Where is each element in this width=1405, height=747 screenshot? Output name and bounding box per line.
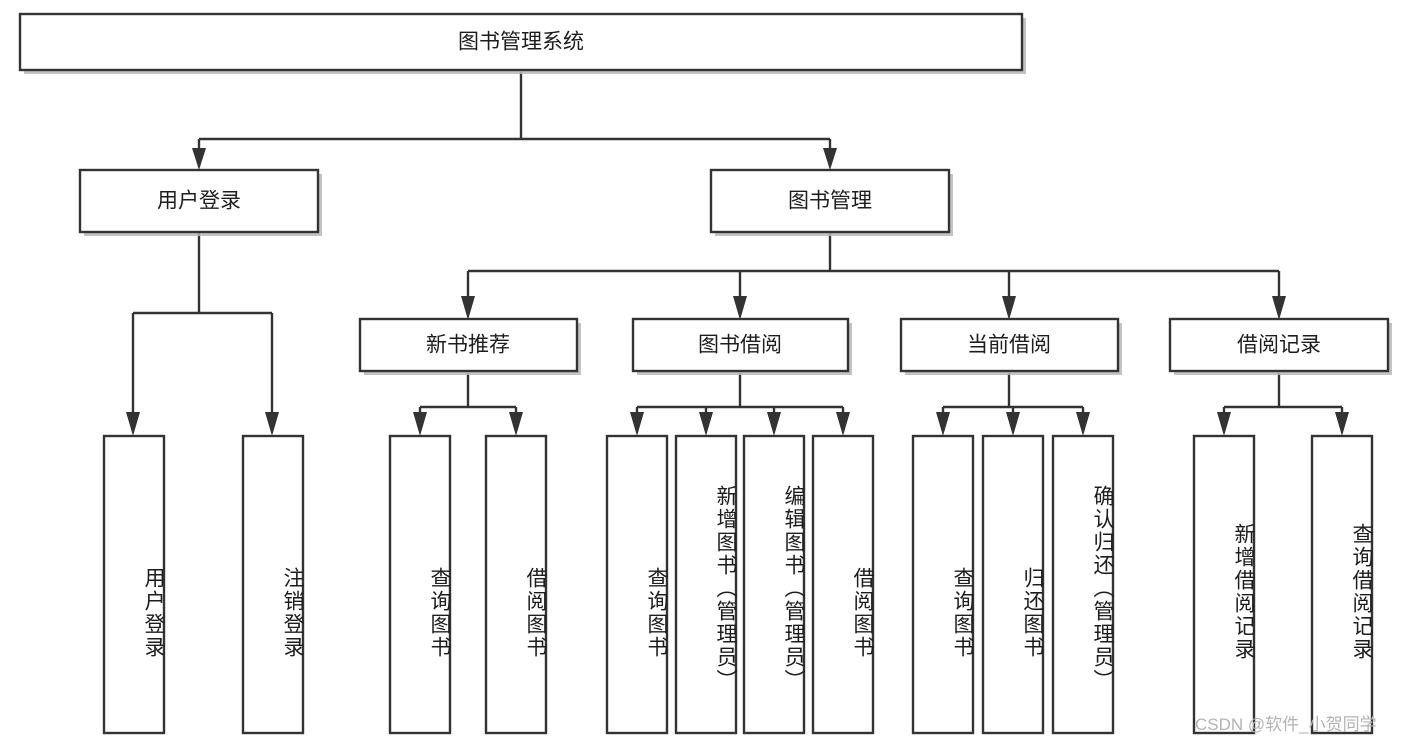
arrow-head-current-borrow bbox=[1002, 296, 1016, 320]
leaf-query-book-1-box[interactable] bbox=[388, 434, 452, 735]
node-current-borrow-label: 当前借阅 bbox=[967, 334, 1051, 357]
node-book-management[interactable]: 图书管理 bbox=[709, 168, 953, 236]
arrow-head-new-book-recommend bbox=[461, 296, 475, 320]
arrow-head-leaf-add-record bbox=[1217, 412, 1231, 436]
leaf-edit-book-box[interactable] bbox=[742, 434, 806, 735]
connectors-group bbox=[126, 72, 1349, 436]
node-new-book-recommend-box[interactable] bbox=[358, 317, 579, 373]
node-new-book-recommend[interactable]: 新书推荐 bbox=[358, 317, 581, 375]
leaf-query-record-box[interactable] bbox=[1310, 434, 1374, 735]
arrow-head-leaf-confirm-return bbox=[1076, 412, 1090, 436]
leaf-user-logout-box[interactable] bbox=[241, 434, 305, 735]
node-current-borrow-box[interactable] bbox=[899, 317, 1120, 373]
arrow-head-leaf-query-book-3 bbox=[936, 412, 950, 436]
node-borrow-record-label: 借阅记录 bbox=[1237, 334, 1321, 357]
arrow-head-leaf-return-book bbox=[1006, 412, 1020, 436]
arrow-head-leaf-user-logout bbox=[265, 412, 279, 436]
arrow-head-leaf-query-record bbox=[1335, 412, 1349, 436]
csdn-watermark: CSDN @软件_小贺同学 bbox=[1195, 715, 1377, 734]
leaf-add-record-box[interactable] bbox=[1192, 434, 1256, 735]
leaf-borrow-book-1-box[interactable] bbox=[484, 434, 548, 735]
arrow-head-leaf-borrow-book-2 bbox=[836, 412, 850, 436]
arrow-head-leaf-borrow-book-1 bbox=[509, 412, 523, 436]
arrow-head-leaf-query-book-2 bbox=[630, 412, 644, 436]
node-root[interactable]: 图书管理系统 bbox=[18, 12, 1026, 74]
leaf-confirm-return-box[interactable] bbox=[1051, 434, 1115, 735]
arrow-head-book-management bbox=[823, 148, 837, 170]
leaf-user-login-box[interactable] bbox=[102, 434, 166, 735]
arrow-head-leaf-user-login bbox=[126, 412, 140, 436]
arrow-head-book-borrow bbox=[733, 296, 747, 320]
leaf-return-book-box[interactable] bbox=[981, 434, 1045, 735]
node-new-book-recommend-label: 新书推荐 bbox=[426, 334, 510, 357]
arrow-head-user-login bbox=[192, 148, 206, 170]
node-book-borrow-label: 图书借阅 bbox=[698, 334, 782, 357]
leaf-add-book-box[interactable] bbox=[674, 434, 738, 735]
node-root-box[interactable] bbox=[18, 12, 1024, 72]
node-borrow-record[interactable]: 借阅记录 bbox=[1168, 317, 1392, 375]
leaf-borrow-book-2-box[interactable] bbox=[811, 434, 875, 735]
node-book-management-box[interactable] bbox=[709, 168, 951, 234]
arrow-head-leaf-edit-book bbox=[767, 412, 781, 436]
node-current-borrow[interactable]: 当前借阅 bbox=[899, 317, 1122, 375]
node-user-login-label: 用户登录 bbox=[157, 190, 241, 213]
arrow-head-leaf-add-book bbox=[699, 412, 713, 436]
leaf-query-book-2-box[interactable] bbox=[605, 434, 669, 735]
node-borrow-record-box[interactable] bbox=[1168, 317, 1390, 373]
node-root-label: 图书管理系统 bbox=[458, 31, 584, 54]
node-book-borrow-box[interactable] bbox=[631, 317, 850, 373]
leaf-boxes-group bbox=[102, 434, 1374, 735]
arrow-head-borrow-record bbox=[1272, 296, 1286, 320]
leaf-query-book-3-box[interactable] bbox=[911, 434, 975, 735]
node-user-login[interactable]: 用户登录 bbox=[78, 168, 322, 236]
node-user-login-box[interactable] bbox=[78, 168, 320, 234]
node-book-borrow[interactable]: 图书借阅 bbox=[631, 317, 852, 375]
node-book-management-label: 图书管理 bbox=[788, 190, 872, 213]
arrow-head-leaf-query-book-1 bbox=[413, 412, 427, 436]
